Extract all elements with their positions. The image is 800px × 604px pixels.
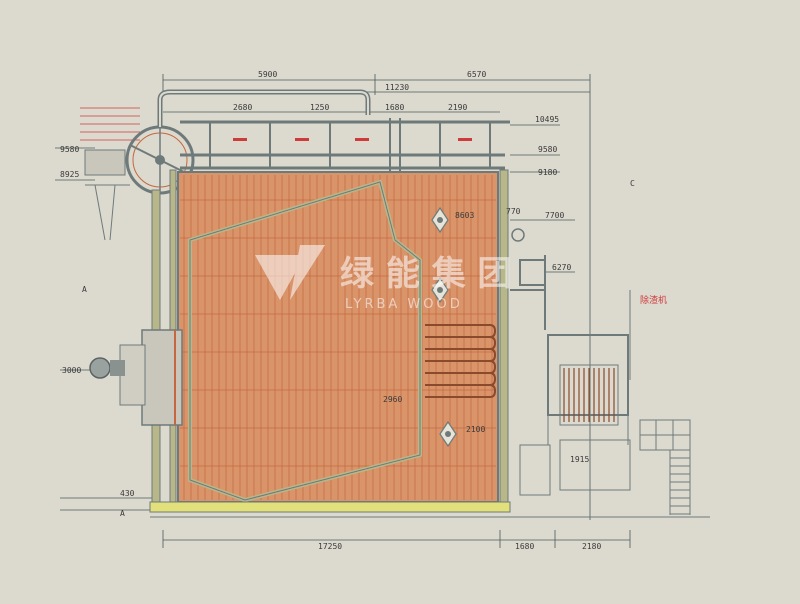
inner-4: 770 — [506, 207, 521, 216]
damper-icon — [511, 228, 525, 242]
dim-bottom-main: 17250 — [318, 542, 342, 551]
water-wall-edge — [189, 181, 421, 501]
dim-upper-d: 2190 — [448, 103, 467, 112]
section-a-top: A — [82, 285, 87, 294]
inspection-ports — [431, 206, 457, 448]
elev-right-1: 9580 — [538, 145, 557, 154]
elev-right-3: 6270 — [552, 263, 571, 272]
burner-assembly — [89, 329, 183, 426]
inner-3: 1915 — [570, 455, 589, 464]
ladder-rungs — [670, 457, 690, 515]
steam-pipe-inner — [159, 91, 369, 127]
top-dimension-lines — [162, 74, 591, 520]
elev-left-2: 8925 — [60, 170, 79, 179]
dim-bottom-right: 2180 — [582, 542, 601, 551]
dim-bottom-mid: 1680 — [515, 542, 534, 551]
inner-1: 2960 — [383, 395, 402, 404]
lvneng-logo-icon — [255, 245, 325, 300]
right-rail — [510, 255, 546, 330]
watermark: 绿 能 集 团 LYRBA WOOD — [255, 245, 512, 312]
elev-mid-1: 7700 — [545, 211, 564, 220]
left-elevation-marks — [55, 147, 155, 511]
hopper-label: 除渣机 — [640, 294, 667, 306]
header-risers — [209, 118, 491, 175]
superheater-coil — [425, 324, 497, 398]
elev-left-1: 9580 — [60, 145, 79, 154]
dim-top-right: 6570 — [467, 70, 486, 79]
section-a-bottom: A — [120, 509, 125, 518]
elev-mid-2: 8603 — [455, 211, 474, 220]
left-low-1: 3000 — [62, 366, 81, 375]
base-plate — [149, 501, 710, 518]
left-low-2: 430 — [120, 489, 135, 498]
elev-right-2: 9180 — [538, 168, 557, 177]
economizer-tubes — [563, 368, 615, 422]
dim-top-mid: 11230 — [385, 83, 409, 92]
dim-upper-b: 1250 — [310, 103, 329, 112]
right-elevation-marks — [510, 124, 575, 273]
watermark-cn: 绿 能 集 团 — [340, 254, 512, 294]
header-pipes — [180, 120, 510, 170]
port-centers — [437, 217, 451, 437]
section-c: C — [630, 179, 635, 188]
left-leader-lines — [80, 107, 140, 141]
dim-upper-c: 1680 — [385, 103, 404, 112]
watermark-en: LYRBA WOOD — [345, 297, 463, 312]
dim-top-left: 5900 — [258, 70, 277, 79]
economizer-frame — [519, 290, 631, 496]
bottom-dimension-line — [162, 530, 631, 548]
left-platform — [84, 149, 130, 241]
elev-top: 10495 — [535, 115, 559, 124]
red-markers — [233, 138, 472, 141]
dim-upper-a: 2680 — [233, 103, 252, 112]
inner-2: 2100 — [466, 425, 485, 434]
